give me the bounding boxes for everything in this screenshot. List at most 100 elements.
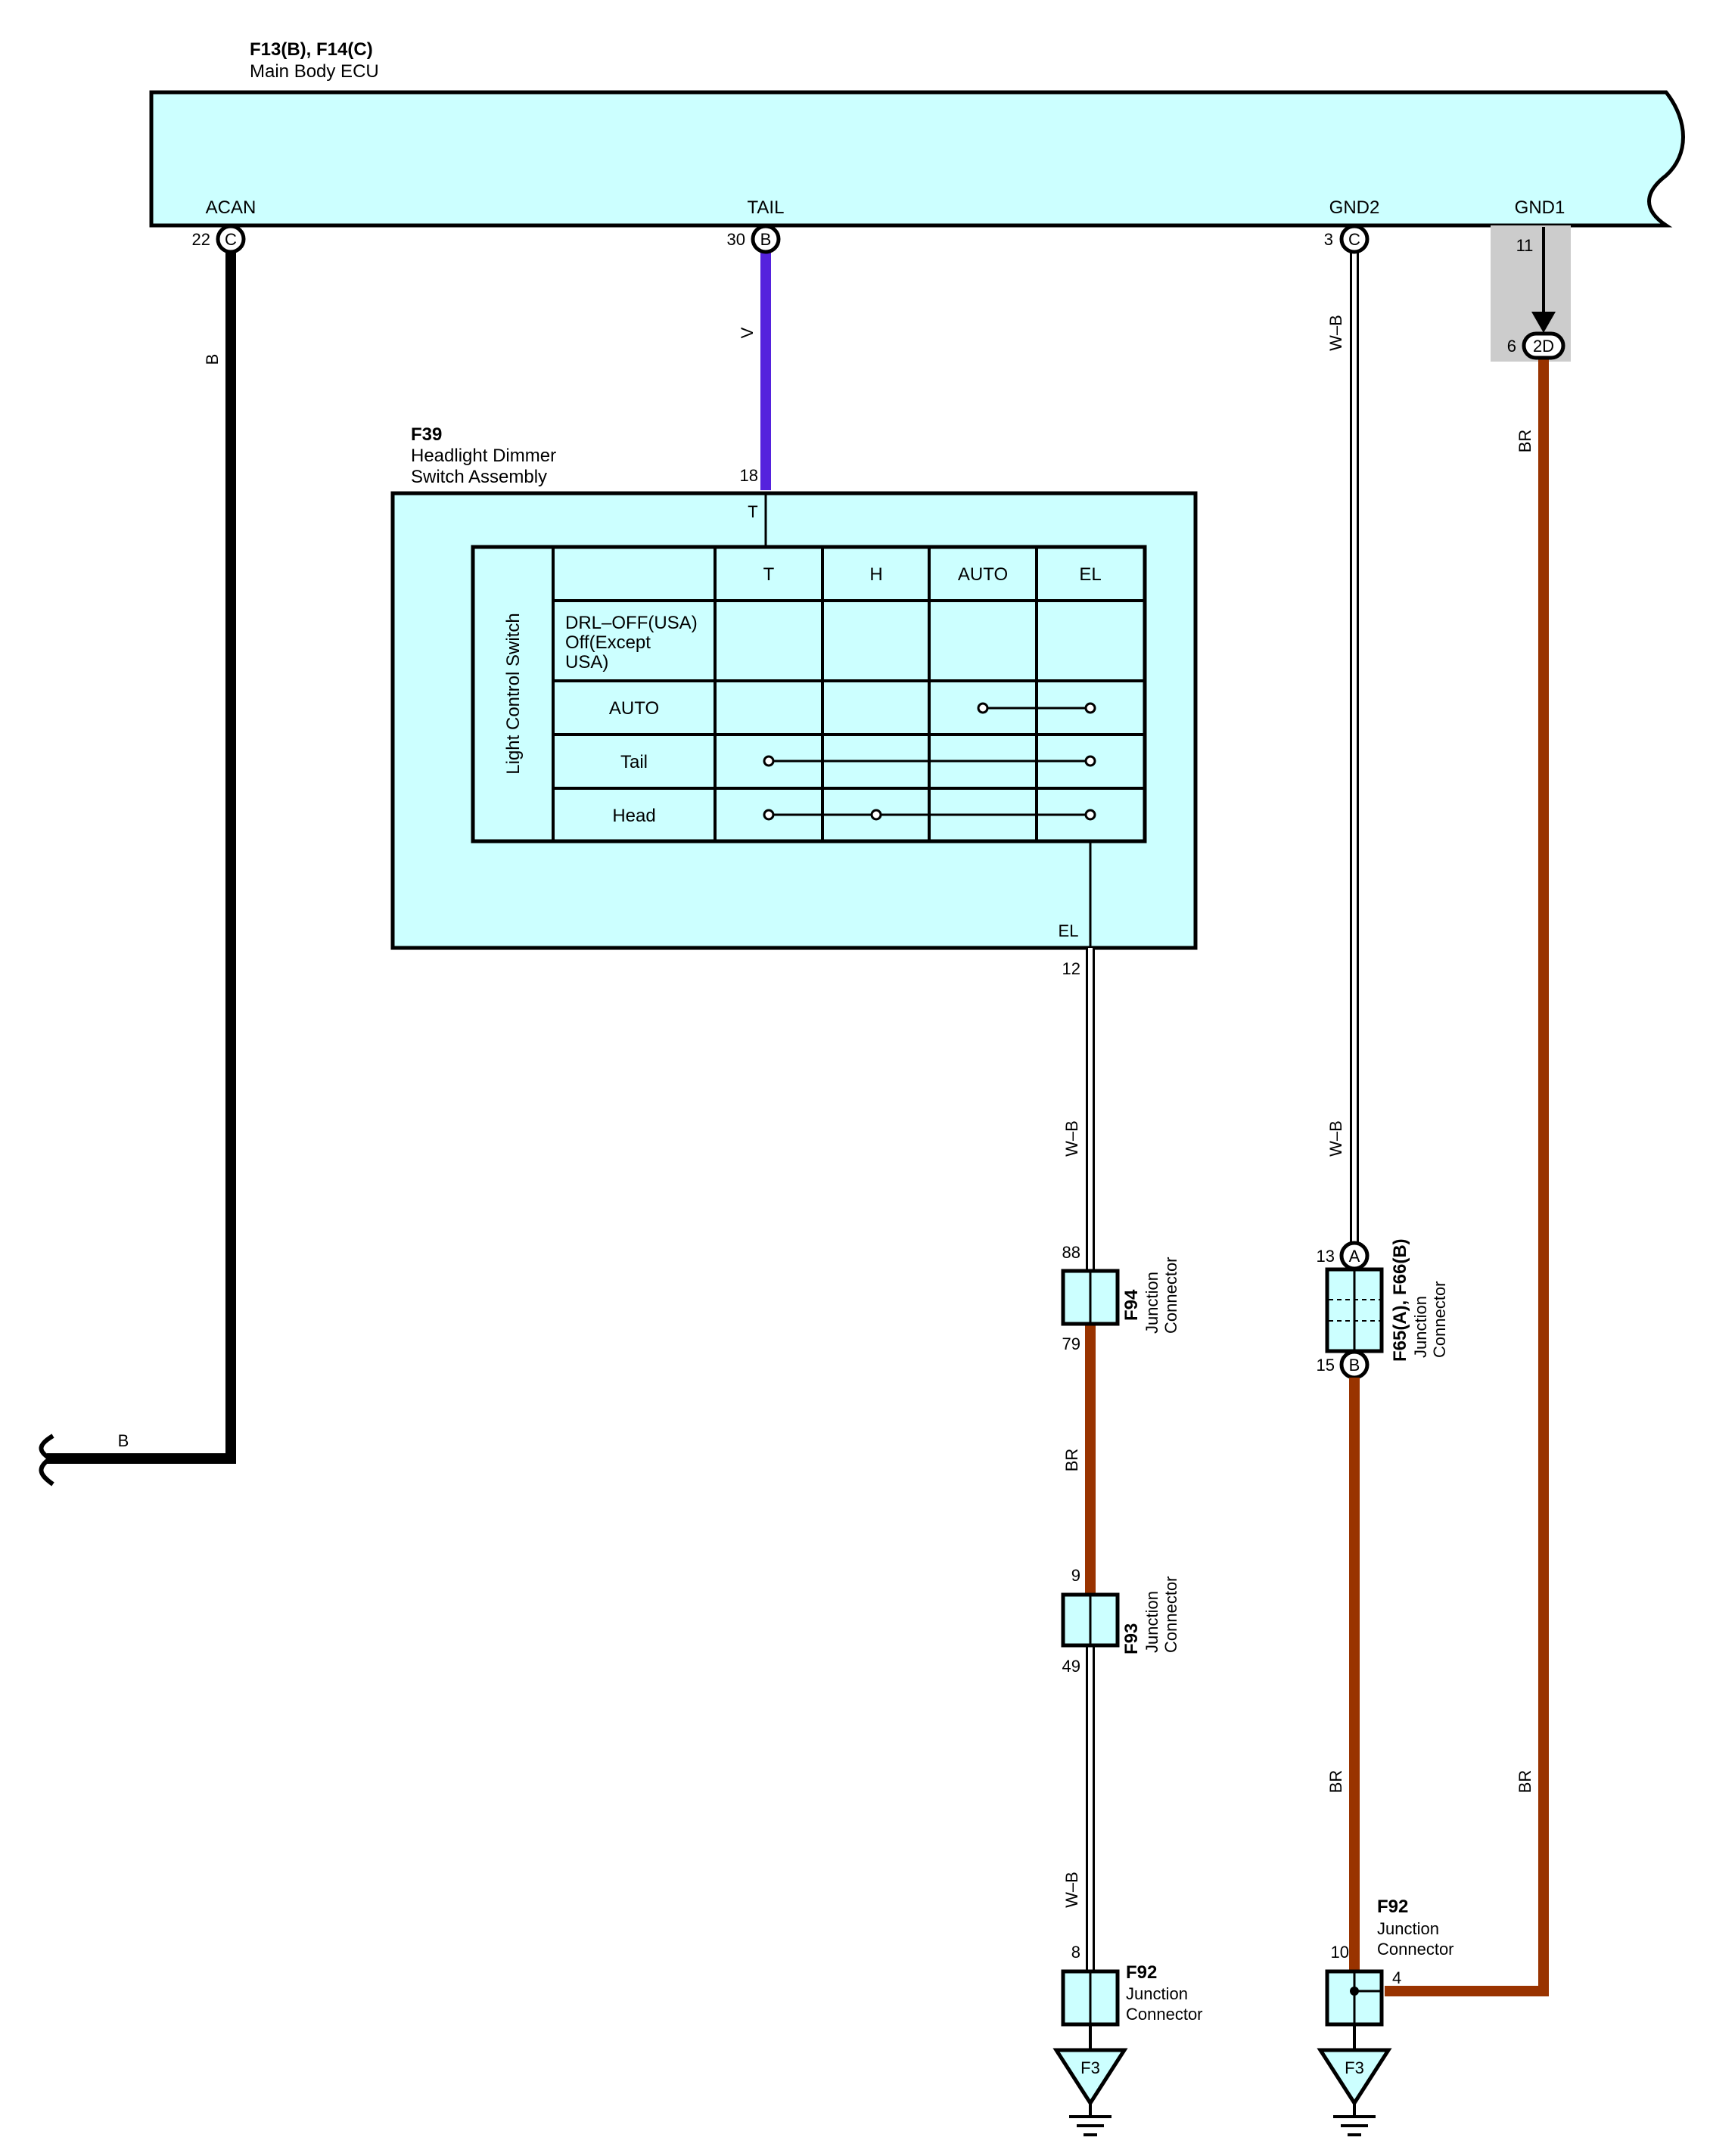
f93-junction-connector: 9 49 F93 Junction Connector xyxy=(1061,1566,1180,1676)
f92-left-pin: 8 xyxy=(1071,1943,1080,1962)
f92-right-code: F92 xyxy=(1377,1897,1408,1917)
switch-col-auto: AUTO xyxy=(958,564,1008,585)
f65-line2: Connector xyxy=(1430,1281,1449,1358)
gnd1-wire-color-lower: BR xyxy=(1516,1770,1534,1794)
dimmer-pin-el: 12 xyxy=(1062,959,1080,978)
gnd2-connector-letter: C xyxy=(1348,230,1360,249)
ground-right-icon xyxy=(1317,2048,1392,2107)
acan-connector-circle xyxy=(216,224,246,254)
f92-right-pin-a: 10 xyxy=(1331,1943,1349,1962)
f94-line2: Connector xyxy=(1161,1257,1180,1334)
f94-pin-in: 88 xyxy=(1062,1243,1080,1262)
headlight-dimmer-switch: F39 Headlight Dimmer Switch Assembly 18 … xyxy=(390,424,1198,978)
f65-connector-out: B xyxy=(1349,1356,1360,1375)
acan-wire-break-icon xyxy=(39,1434,54,1487)
f93-pin-out: 49 xyxy=(1062,1657,1080,1676)
tail-pin-number: 30 xyxy=(727,230,745,249)
f93-line2: Connector xyxy=(1161,1576,1180,1653)
el-circuit: W–B BR W–B xyxy=(1062,948,1096,1971)
switch-table-side-label: Light Control Switch xyxy=(503,613,524,774)
f94-junction-connector: 88 79 F94 Junction Connector xyxy=(1061,1243,1180,1353)
switch-row-off-line2: Off(Except xyxy=(565,632,651,653)
ground-left-label: F3 xyxy=(1080,2058,1100,2077)
acan-connector-letter: C xyxy=(225,230,237,249)
f65-lower-wire-color: BR xyxy=(1326,1770,1345,1794)
switch-continuity-tail xyxy=(763,755,1096,767)
f92-right-junction-dot xyxy=(1350,1987,1359,1996)
ecu-terminal-tail: TAIL xyxy=(748,197,785,218)
f93-pin-in: 9 xyxy=(1071,1566,1080,1585)
ecu-terminal-acan: ACAN xyxy=(206,197,256,218)
f94-line1: Junction xyxy=(1143,1272,1161,1334)
f65-connector-in: A xyxy=(1349,1247,1360,1266)
switch-col-el: EL xyxy=(1079,564,1101,585)
f92-left-line1: Junction xyxy=(1126,1984,1188,2003)
gnd1-arrow-icon xyxy=(1531,312,1556,333)
tail-circuit: B 30 V xyxy=(727,224,781,490)
f92-right-line1: Junction xyxy=(1377,1919,1439,1938)
gnd2-wire-color-lower: W–B xyxy=(1326,1120,1345,1157)
ground-right-bars-icon xyxy=(1333,2103,1376,2136)
el-wire-color-upper: W–B xyxy=(1062,1120,1081,1157)
gnd1-wire xyxy=(1385,359,1549,1996)
acan-wire xyxy=(47,250,236,1464)
f65-code: F65(A), F66(B) xyxy=(1390,1238,1410,1362)
light-control-switch-table: Light Control Switch T H AUTO EL DRL–OFF… xyxy=(471,545,1147,843)
gnd2-wire-color-upper: W–B xyxy=(1326,315,1345,351)
ground-right-label: F3 xyxy=(1345,2058,1364,2077)
gnd2-connector-circle xyxy=(1339,224,1370,254)
switch-row-head: Head xyxy=(612,806,655,826)
dimmer-terminal-t: T xyxy=(748,502,757,521)
acan-circuit: C 22 B B xyxy=(39,224,246,1487)
ground-left-bars-icon xyxy=(1069,2103,1112,2136)
f94-pin-out: 79 xyxy=(1062,1334,1080,1353)
switch-row-off-line3: USA) xyxy=(565,652,608,673)
dimmer-name-line2: Switch Assembly xyxy=(411,467,547,487)
dimmer-pin-t: 18 xyxy=(740,466,758,485)
ecu-terminal-gnd2: GND2 xyxy=(1329,197,1380,218)
main-body-ecu: F13(B), F14(C) Main Body ECU ACAN TAIL G… xyxy=(149,39,1685,228)
gnd2-circuit: C 3 W–B W–B xyxy=(1324,224,1370,1242)
ecu-name: Main Body ECU xyxy=(250,61,379,82)
f92-left-code: F92 xyxy=(1126,1962,1157,1983)
tail-connector-circle xyxy=(751,224,781,254)
f65-connector-in-circle xyxy=(1339,1241,1370,1271)
switch-row-auto: AUTO xyxy=(609,698,659,719)
acan-pin-number: 22 xyxy=(192,230,210,249)
ecu-body xyxy=(149,90,1685,228)
f65-pin-in: 13 xyxy=(1317,1247,1335,1266)
dimmer-terminal-el: EL xyxy=(1059,921,1079,940)
el-wire-color-lower: W–B xyxy=(1062,1872,1081,1908)
acan-wire-color: B xyxy=(203,354,222,365)
f92-right-line2: Connector xyxy=(1377,1940,1454,1959)
ecu-connectors-label: F13(B), F14(C) xyxy=(250,39,373,60)
gnd1-joint-label: 2D xyxy=(1533,337,1554,356)
f92-left-line2: Connector xyxy=(1126,2005,1203,2024)
f65-line1: Junction xyxy=(1411,1296,1430,1358)
switch-continuity-auto xyxy=(977,702,1096,714)
switch-col-t: T xyxy=(763,564,775,585)
ground-left-icon xyxy=(1052,2048,1128,2107)
switch-continuity-head xyxy=(763,809,1096,821)
switch-row-tail: Tail xyxy=(620,752,648,772)
f94-code: F94 xyxy=(1121,1289,1142,1321)
dimmer-code: F39 xyxy=(411,424,442,445)
gnd1-circuit: 11 2D 6 BR BR xyxy=(1385,225,1571,1996)
switch-row-off-line1: DRL–OFF(USA) xyxy=(565,613,698,633)
gnd1-wire-color-upper: BR xyxy=(1516,430,1534,453)
gnd1-joint-pin: 6 xyxy=(1507,337,1516,356)
f65-f92-circuit: BR xyxy=(1326,1378,1360,1971)
gnd1-pin-number: 11 xyxy=(1516,236,1534,255)
gnd1-joint-badge xyxy=(1522,331,1565,360)
dimmer-name-line1: Headlight Dimmer xyxy=(411,446,556,466)
tail-connector-letter: B xyxy=(760,230,772,249)
f93-code: F93 xyxy=(1121,1623,1142,1654)
f92-right-junction-connector: F92 Junction Connector 10 4 F3 xyxy=(1317,1897,1454,2136)
f92-left-junction-connector: 8 F92 Junction Connector F3 xyxy=(1052,1943,1203,2136)
ecu-terminal-gnd1: GND1 xyxy=(1515,197,1565,218)
tail-wire-color: V xyxy=(738,327,757,338)
switch-table-frame xyxy=(471,545,1147,843)
f92-right-pin-b: 4 xyxy=(1392,1968,1401,1987)
f93-line1: Junction xyxy=(1143,1591,1161,1653)
